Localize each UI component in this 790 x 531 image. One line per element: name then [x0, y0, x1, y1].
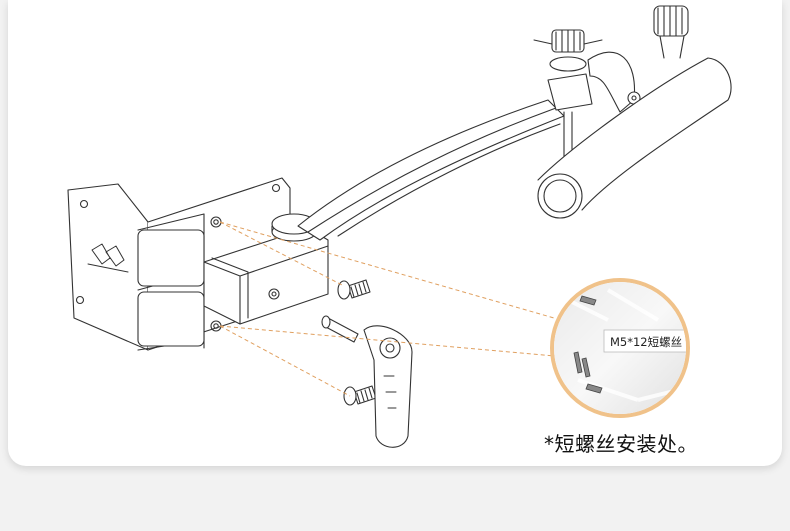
locking-pin — [321, 315, 359, 343]
pivot-block — [203, 213, 329, 325]
screw-upper — [337, 279, 371, 300]
caption-text: *短螺丝安装处。 — [544, 432, 698, 456]
mount-bracket-illustration: M5*12短螺丝 — [67, 5, 732, 448]
product-diagram-card: M5*12短螺丝 *短螺丝安装处。 — [8, 0, 782, 466]
screw-lower — [343, 385, 377, 406]
guide-lines — [219, 221, 555, 397]
bag-label-text: M5*12短螺丝 — [610, 335, 682, 349]
clamp-assembly — [533, 5, 732, 219]
screw-bag-callout: M5*12短螺丝 — [550, 278, 690, 418]
extension-arm — [297, 99, 565, 241]
latch-plate — [363, 325, 413, 448]
